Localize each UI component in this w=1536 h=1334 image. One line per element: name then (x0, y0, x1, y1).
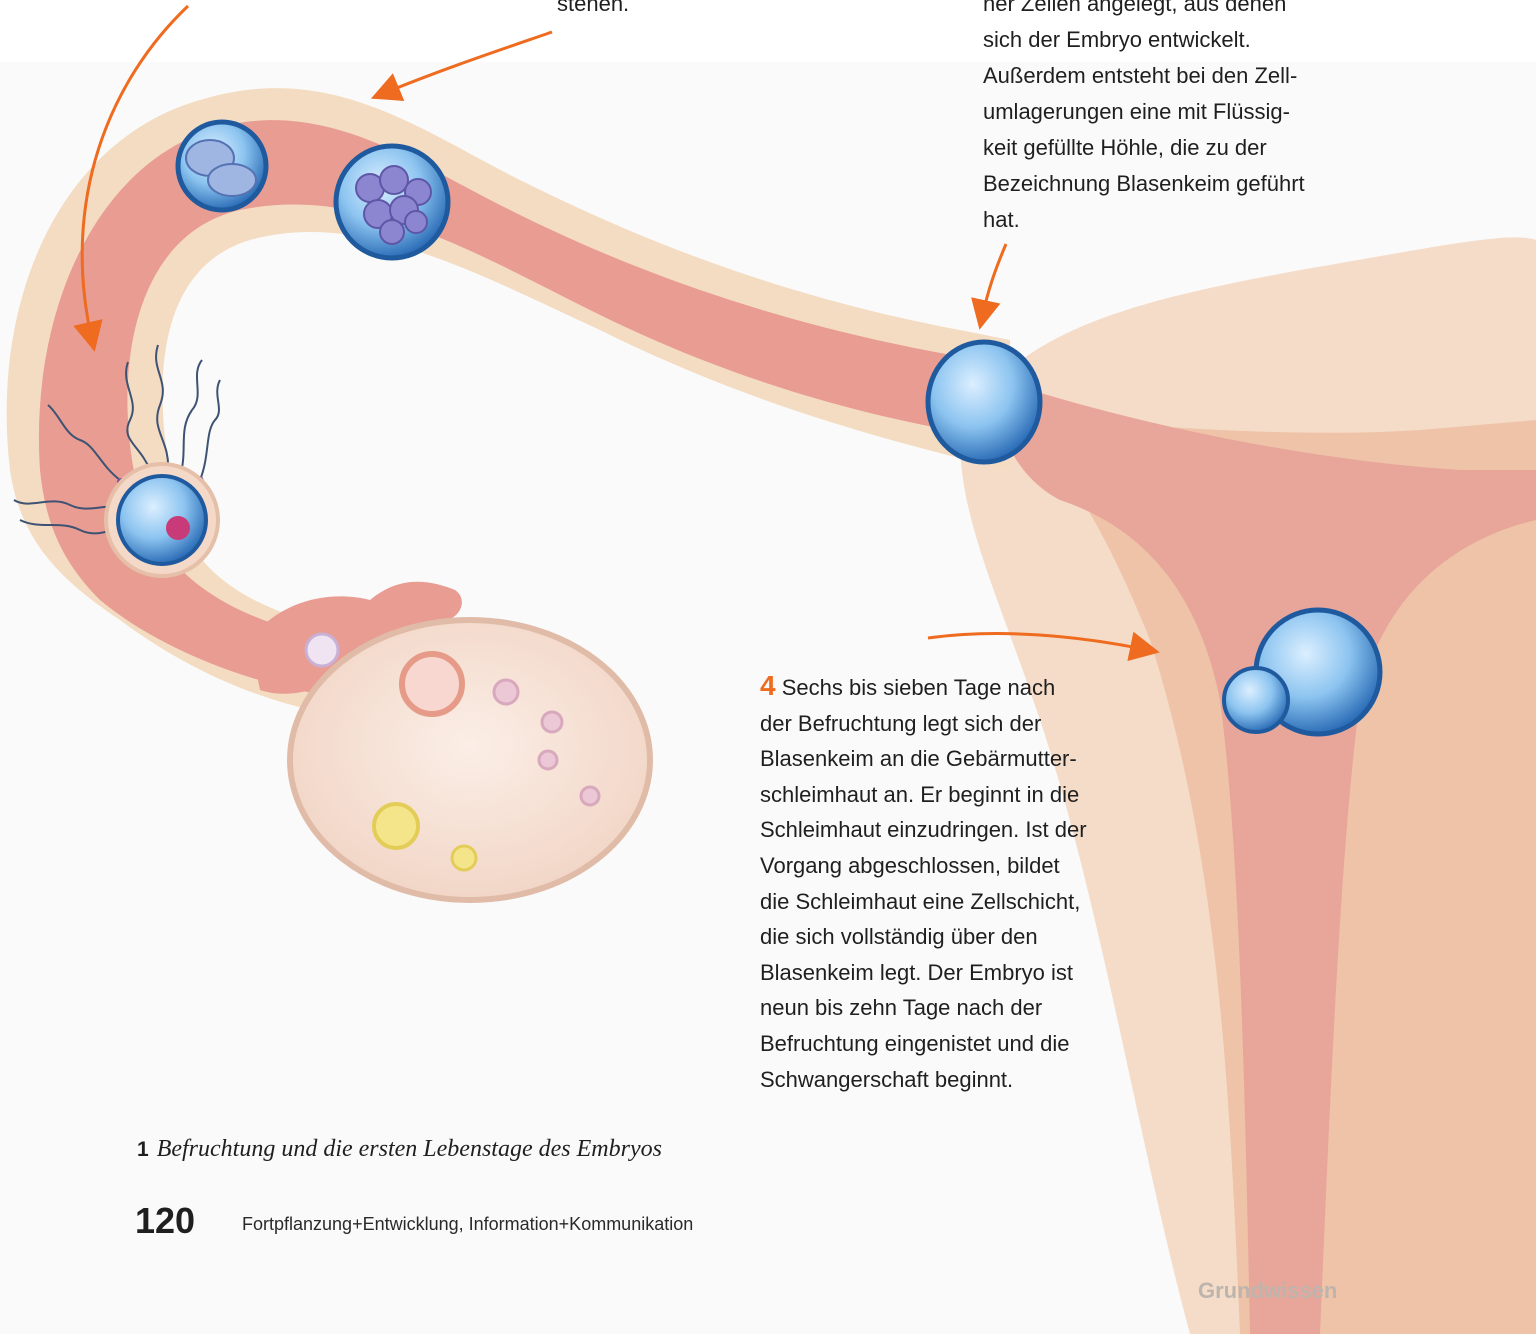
text-line: Außerdem entsteht bei den Zell- (983, 58, 1363, 94)
chapter-tab: Grundwissen (1198, 1278, 1337, 1304)
text-line: neun bis zehn Tage nach der (760, 990, 1160, 1026)
implanting-blastocyst-bud (1224, 668, 1288, 732)
step-number: 4 (760, 670, 776, 701)
text-line: 4 Sechs bis sieben Tage nach (760, 668, 1160, 706)
ovary-follicle (539, 751, 557, 769)
corpus-luteum (374, 804, 418, 848)
text-line: keit gefüllte Höhle, die zu der (983, 130, 1363, 166)
text-line: Schwangerschaft beginnt. (760, 1062, 1160, 1098)
text-line: umlagerungen eine mit Flüssig- (983, 94, 1363, 130)
zygote-nucleus (166, 516, 190, 540)
ovary-follicle (542, 712, 562, 732)
text-line: Vorgang abgeschlossen, bildet (760, 848, 1160, 884)
page-number: 120 (135, 1200, 195, 1242)
blastomere (208, 164, 256, 196)
step-4-paragraph: 4 Sechs bis sieben Tage nach der Befruch… (760, 668, 1160, 1097)
ovary-follicle (494, 680, 518, 704)
text-line: der Befruchtung legt sich der (760, 706, 1160, 742)
figure-caption: 1 Befruchtung und die ersten Lebenstage d… (137, 1135, 662, 1163)
ovary-follicle-large (402, 654, 462, 714)
text-line: Schleimhaut einzudringen. Ist der (760, 812, 1160, 848)
text-line: die Schleimhaut eine Zellschicht, (760, 884, 1160, 920)
text-line: die sich vollständig über den (760, 919, 1160, 955)
text-line: Blasenkeim legt. Der Embryo ist (760, 955, 1160, 991)
zygote (118, 476, 206, 564)
text-line-content: Sechs bis sieben Tage nach (782, 675, 1056, 700)
text-line: sich der Embryo entwickelt. (983, 22, 1363, 58)
ovary-follicle (581, 787, 599, 805)
blastocyst (928, 342, 1040, 462)
text-top-center: stehen. (557, 0, 629, 21)
text-line: Befruchtung eingenistet und die (760, 1026, 1160, 1062)
text-line: Blasenkeim an die Gebärmutter- (760, 741, 1160, 777)
text-line: schleimhaut an. Er beginnt in die (760, 777, 1160, 813)
text-line: hat. (983, 202, 1363, 238)
caption-text: Befruchtung und die ersten Lebenstage de… (157, 1136, 662, 1162)
text-line: her Zellen angelegt, aus denen (983, 0, 1363, 22)
corpus-luteum-small (452, 846, 476, 870)
figure-number: 1 (137, 1138, 149, 1161)
released-egg (306, 634, 338, 666)
text-top-right: her Zellen angelegt, aus denen sich der … (983, 0, 1363, 238)
section-title: Fortpflanzung+Entwicklung, Information+K… (242, 1214, 693, 1235)
text-line: Bezeichnung Blasenkeim geführt (983, 166, 1363, 202)
